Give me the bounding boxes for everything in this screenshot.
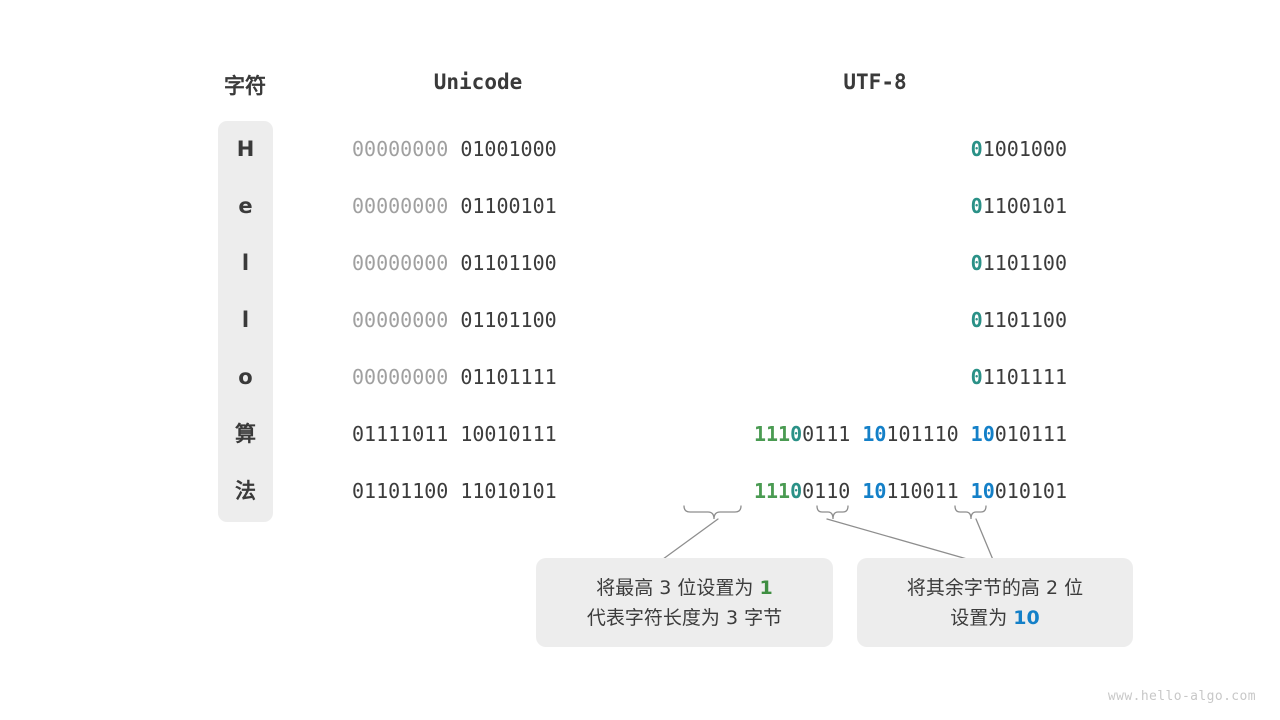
callout-text: 将最高 3 位设置为: [596, 576, 760, 599]
callout-text: 将其余字节的高 2 位: [906, 576, 1084, 599]
unicode-bits: 00000000 01101100: [352, 235, 557, 292]
utf8-bits: 01001000: [971, 121, 1067, 178]
utf8-prefix-bits: 10: [862, 422, 887, 446]
utf8-byte: 10110011: [862, 479, 958, 503]
unicode-high-byte: 01111011: [352, 422, 449, 446]
utf8-byte: 10010111: [971, 422, 1067, 446]
character-cell: H: [236, 137, 255, 161]
utf8-byte: 01101100: [971, 308, 1067, 332]
unicode-high-byte: 00000000: [352, 365, 449, 389]
utf8-prefix-terminator-bit: 0: [790, 479, 803, 503]
callout-line: 将其余字节的高 2 位: [907, 573, 1083, 603]
utf8-prefix-bits: 10: [970, 479, 995, 503]
utf8-payload-bits: 0110: [802, 479, 851, 503]
callout-text: 代表字符长度为 3 字节: [586, 606, 783, 629]
utf8-byte: 10010101: [971, 479, 1067, 503]
unicode-bits: 01111011 10010111: [352, 406, 557, 463]
watermark: www.hello-algo.com: [1107, 689, 1256, 704]
unicode-low-byte: 10010111: [460, 422, 557, 446]
unicode-high-byte: 01101100: [352, 479, 449, 503]
character-cell: l: [241, 308, 250, 332]
unicode-low-byte: 01101111: [460, 365, 557, 389]
unicode-high-byte: 00000000: [352, 194, 449, 218]
utf8-payload-bits: 1101100: [982, 308, 1067, 332]
utf8-prefix-bits: 111: [753, 422, 791, 446]
utf8-prefix-bits: 0: [970, 365, 983, 389]
unicode-bits: 00000000 01101100: [352, 292, 557, 349]
utf8-bits: 01100101: [971, 178, 1067, 235]
callout-line: 代表字符长度为 3 字节: [587, 603, 782, 633]
unicode-bits: 01101100 11010101: [352, 463, 557, 520]
callout-line: 将最高 3 位设置为 1: [596, 573, 772, 603]
callout-highlight-value: 10: [1013, 606, 1040, 629]
utf8-payload-bits: 1100101: [982, 194, 1067, 218]
utf8-prefix-bits: 0: [970, 308, 983, 332]
utf8-prefix-bits: 10: [970, 422, 995, 446]
column-header-unicode: Unicode: [433, 70, 523, 94]
utf8-byte: 11100111: [754, 422, 850, 446]
utf8-byte: 01100101: [971, 194, 1067, 218]
utf8-byte: 01101100: [971, 251, 1067, 275]
unicode-low-byte: 01100101: [460, 194, 557, 218]
utf8-byte: 01101111: [971, 365, 1067, 389]
utf8-prefix-bits: 0: [970, 194, 983, 218]
utf8-prefix-bits: 0: [970, 251, 983, 275]
character-cell: 法: [235, 479, 256, 503]
unicode-bits: 00000000 01001000: [352, 121, 557, 178]
character-cell: e: [238, 194, 253, 218]
utf8-bits: 01101111: [971, 349, 1067, 406]
utf8-byte: 11100110: [754, 479, 850, 503]
callout-continuation-bits: 将其余字节的高 2 位设置为 10: [857, 558, 1133, 647]
unicode-low-byte: 01001000: [460, 137, 557, 161]
unicode-bits: 00000000 01100101: [352, 178, 557, 235]
utf8-payload-bits: 010111: [994, 422, 1067, 446]
column-header-character: 字符: [224, 74, 266, 98]
callout-highlight-value: 1: [759, 576, 773, 599]
callout-text: 设置为: [950, 606, 1014, 629]
unicode-high-byte: 00000000: [352, 308, 449, 332]
utf8-payload-bits: 1101100: [982, 251, 1067, 275]
utf8-prefix-bits: 111: [753, 479, 791, 503]
utf8-byte: 01001000: [971, 137, 1067, 161]
utf8-payload-bits: 110011: [886, 479, 959, 503]
unicode-low-byte: 11010101: [460, 479, 557, 503]
callout-line: 设置为 10: [950, 603, 1040, 633]
column-header-utf8: UTF-8: [843, 70, 907, 94]
character-cell: l: [241, 251, 250, 275]
utf8-byte: 10101110: [862, 422, 958, 446]
utf8-prefix-bits: 10: [862, 479, 887, 503]
unicode-high-byte: 00000000: [352, 251, 449, 275]
character-cell: o: [238, 365, 253, 389]
utf8-bits: 01101100: [971, 235, 1067, 292]
unicode-low-byte: 01101100: [460, 308, 557, 332]
unicode-bits: 00000000 01101111: [352, 349, 557, 406]
character-cell: 算: [235, 422, 256, 446]
unicode-high-byte: 00000000: [352, 137, 449, 161]
utf8-prefix-terminator-bit: 0: [790, 422, 803, 446]
unicode-low-byte: 01101100: [460, 251, 557, 275]
utf8-payload-bits: 1001000: [982, 137, 1067, 161]
utf8-payload-bits: 101110: [886, 422, 959, 446]
utf8-bits: 01101100: [971, 292, 1067, 349]
utf8-payload-bits: 0111: [802, 422, 851, 446]
utf8-payload-bits: 010101: [994, 479, 1067, 503]
utf8-payload-bits: 1101111: [982, 365, 1067, 389]
utf8-prefix-bits: 0: [970, 137, 983, 161]
callout-leading-bits: 将最高 3 位设置为 1 代表字符长度为 3 字节: [536, 558, 833, 647]
